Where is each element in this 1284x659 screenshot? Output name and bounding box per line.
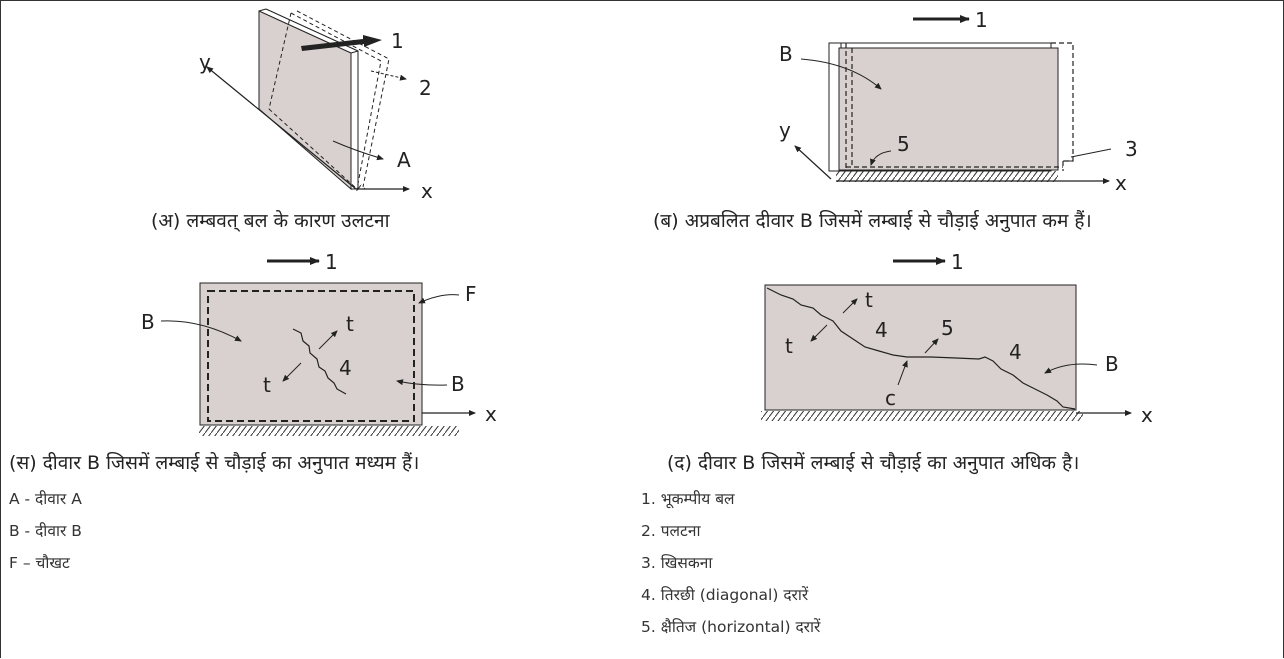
caption-a: (अ) लम्बवत् बल के कारण उलटना (151, 209, 391, 232)
overturned-outline-a (268, 10, 390, 190)
label-force-d: 1 (951, 250, 964, 274)
y-axis-a (206, 66, 357, 190)
y-axis-b (794, 145, 832, 180)
wall-b-face (838, 47, 1059, 171)
caption-b: (ब) अप्रबलित दीवार B जिसमें लम्बाई से चौ… (653, 209, 1092, 233)
label-t-left-d: t (785, 334, 793, 358)
label-wall-a: A (397, 148, 411, 172)
label-wall-c-left: B (141, 310, 155, 334)
label-x-b: x (1115, 171, 1127, 195)
label-force-a: 1 (391, 29, 404, 53)
label-wall-d: B (1105, 352, 1119, 376)
label-y-b: y (779, 118, 791, 142)
caption-d: (द) दीवार B जिसमें लम्बाई से चौड़ाई का अ… (667, 451, 1079, 475)
label-force-b: 1 (975, 8, 988, 32)
legend-left-item: A - दीवार A (9, 490, 82, 508)
wall-a-edge (350, 50, 359, 190)
label-x-a: x (421, 179, 433, 203)
ground-hatch-c (199, 426, 459, 436)
label-horiz-d: 5 (941, 316, 954, 340)
crack-d (766, 287, 1076, 410)
label-x-c: x (485, 402, 497, 426)
label-sliding-b: 3 (1125, 137, 1138, 161)
figure-d: 1 t t 4 5 4 c B x (761, 250, 1153, 427)
legend-left: A - दीवार A B - दीवार B F – चौखट (9, 490, 82, 572)
legend-right-item: 2. पलटना (641, 522, 701, 540)
figure-b: 1 B 5 3 y x (779, 8, 1138, 195)
caption-c: (स) दीवार B जिसमें लम्बाई से चौड़ाई का अ… (9, 451, 419, 475)
label-x-d: x (1141, 403, 1153, 427)
label-force-c: 1 (325, 250, 338, 274)
label-wall-c-right: B (451, 372, 465, 396)
force-arrow-a (301, 35, 382, 51)
diagonal-crack-c (292, 328, 347, 395)
legend-right-item: 3. खिसकना (641, 554, 713, 572)
label-c-d: c (885, 386, 896, 410)
ground-hatch-d (761, 411, 1083, 421)
wall-d-face (764, 284, 1077, 411)
label-diag-crack-c: 4 (339, 356, 352, 380)
legend-left-item: F – चौखट (9, 554, 71, 572)
label-t-top-d: t (865, 288, 873, 312)
label-frame-c: F (465, 282, 477, 306)
label-t-bottom-c: t (263, 373, 271, 397)
figure-a: 1 2 A y x (199, 8, 433, 203)
legend-right-item: 1. भूकम्पीय बल (641, 490, 735, 509)
label-diag-left-d: 4 (875, 318, 888, 342)
legend-left-item: B - दीवार B (9, 522, 82, 540)
label-horiz-crack-b: 5 (897, 132, 910, 156)
frame-dashed-c (207, 290, 415, 422)
label-diag-right-d: 4 (1009, 340, 1022, 364)
figure-c: 1 t t 4 B B F x (141, 250, 497, 436)
label-overturn-a: 2 (419, 76, 432, 100)
ground-hatch-b (836, 171, 1058, 182)
label-wall-b: B (779, 42, 793, 66)
legend-right-item: 4. तिरछी (diagonal) दरारें (641, 586, 809, 604)
legend-right-item: 5. क्षैतिज (horizontal) दरारें (641, 618, 821, 636)
legend-right: 1. भूकम्पीय बल 2. पलटना 3. खिसकना 4. तिर… (641, 490, 821, 636)
label-y-a: y (199, 50, 211, 74)
label-t-top-c: t (346, 312, 354, 336)
